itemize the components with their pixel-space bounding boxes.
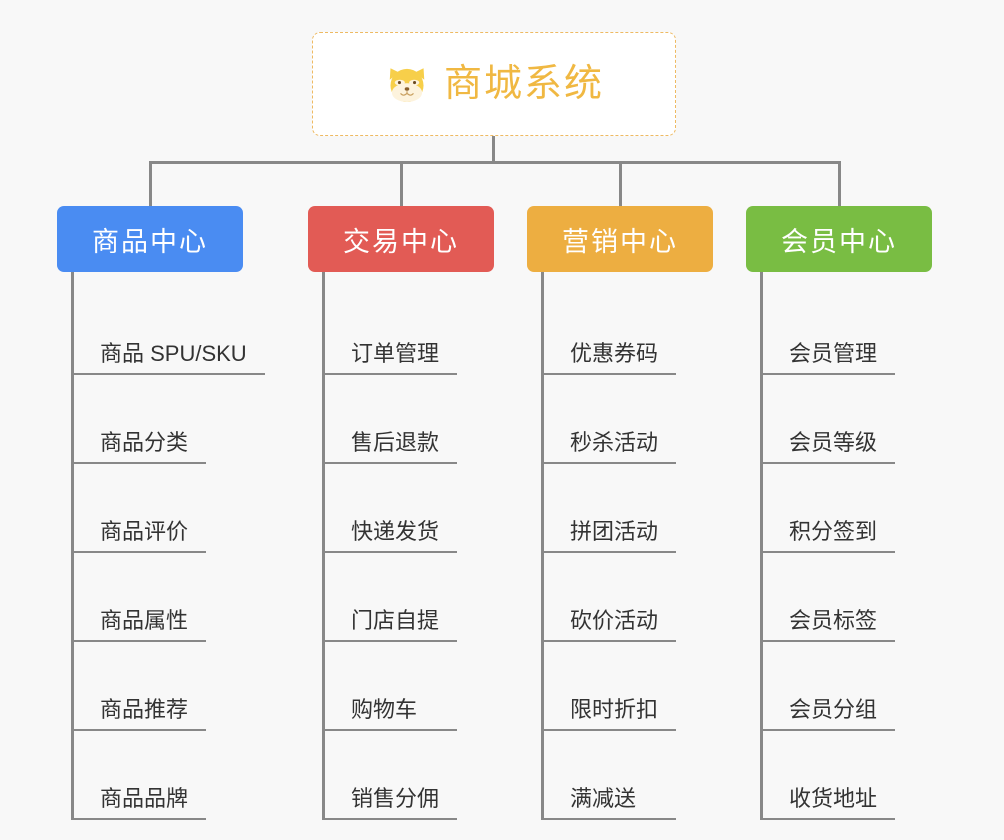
leaf-label: 商品分类 (100, 429, 189, 455)
leaf-label: 商品 SPU/SKU (100, 340, 247, 366)
leaf-item-product-review[interactable]: 商品评价 (74, 464, 207, 553)
leaf-label: 商品推荐 (100, 696, 189, 722)
leaf-list-product-center: 商品 SPU/SKU 商品分类 商品评价 商品属性 商品推荐 商品品牌 (57, 272, 289, 820)
leaf-list-member-center: 会员管理 会员等级 积分签到 会员标签 会员分组 收货地址 (746, 272, 946, 820)
category-label: 交易中心 (343, 226, 459, 257)
shiba-dog-face-icon (389, 68, 425, 102)
leaf-item-shipping-address[interactable]: 收货地址 (763, 731, 896, 820)
leaf-item-shopping-cart[interactable]: 购物车 (325, 642, 457, 731)
connector-root-stem (492, 136, 495, 163)
connector-drop-product-center (149, 161, 152, 206)
leaf-label: 商品品牌 (100, 785, 189, 811)
branch-trade-center: 交易中心 订单管理 售后退款 快递发货 门店自提 购物车 销售分佣 (308, 206, 508, 820)
leaf-item-sales-commission[interactable]: 销售分佣 (325, 731, 458, 820)
leaf-item-store-pickup[interactable]: 门店自提 (325, 553, 458, 642)
category-header-product-center[interactable]: 商品中心 (57, 206, 243, 272)
connector-rail-trade-center (322, 272, 325, 820)
connector-horizontal-bus (149, 161, 841, 164)
leaf-item-product-category[interactable]: 商品分类 (74, 375, 207, 464)
branch-product-center: 商品中心 商品 SPU/SKU 商品分类 商品评价 商品属性 商品推荐 商品品牌 (57, 206, 289, 820)
leaf-item-member-management[interactable]: 会员管理 (763, 286, 896, 375)
category-header-marketing-center[interactable]: 营销中心 (527, 206, 713, 272)
leaf-label: 拼团活动 (570, 518, 659, 544)
leaf-label: 收货地址 (789, 785, 878, 811)
root-node[interactable]: 商城系统 (312, 32, 676, 136)
category-label: 商品中心 (92, 226, 208, 257)
leaf-label: 购物车 (351, 696, 418, 722)
leaf-label: 限时折扣 (570, 696, 659, 722)
connector-rail-member-center (760, 272, 763, 820)
category-label: 营销中心 (562, 226, 678, 257)
connector-drop-trade-center (400, 161, 403, 206)
leaf-label: 商品评价 (100, 518, 189, 544)
leaf-label: 积分签到 (789, 518, 878, 544)
leaf-label: 满减送 (570, 785, 637, 811)
category-label: 会员中心 (781, 226, 897, 257)
leaf-item-product-attribute[interactable]: 商品属性 (74, 553, 207, 642)
connector-drop-marketing-center (619, 161, 622, 206)
leaf-label: 销售分佣 (351, 785, 440, 811)
leaf-item-bargain-activity[interactable]: 砍价活动 (544, 553, 677, 642)
leaf-label: 售后退款 (351, 429, 440, 455)
category-header-trade-center[interactable]: 交易中心 (308, 206, 494, 272)
leaf-item-product-recommend[interactable]: 商品推荐 (74, 642, 207, 731)
leaf-item-member-group[interactable]: 会员分组 (763, 642, 896, 731)
branch-marketing-center: 营销中心 优惠券码 秒杀活动 拼团活动 砍价活动 限时折扣 满减送 (527, 206, 727, 820)
leaf-item-product-spu-sku[interactable]: 商品 SPU/SKU (74, 286, 265, 375)
connector-drop-member-center (838, 161, 841, 206)
branch-member-center: 会员中心 会员管理 会员等级 积分签到 会员标签 会员分组 收货地址 (746, 206, 946, 820)
leaf-label: 优惠券码 (570, 340, 659, 366)
leaf-label: 会员等级 (789, 429, 878, 455)
leaf-label: 订单管理 (351, 340, 440, 366)
leaf-label: 会员标签 (789, 607, 878, 633)
root-title: 商城系统 (443, 63, 604, 105)
leaf-item-points-checkin[interactable]: 积分签到 (763, 464, 896, 553)
leaf-item-member-level[interactable]: 会员等级 (763, 375, 896, 464)
leaf-list-marketing-center: 优惠券码 秒杀活动 拼团活动 砍价活动 限时折扣 满减送 (527, 272, 727, 820)
leaf-label: 快递发货 (351, 518, 440, 544)
leaf-label: 门店自提 (351, 607, 440, 633)
leaf-item-aftersale-refund[interactable]: 售后退款 (325, 375, 458, 464)
leaf-label: 砍价活动 (570, 607, 659, 633)
connector-rail-product-center (71, 272, 74, 820)
category-header-member-center[interactable]: 会员中心 (746, 206, 932, 272)
leaf-item-full-reduction-gift[interactable]: 满减送 (544, 731, 676, 820)
leaf-item-express-shipping[interactable]: 快递发货 (325, 464, 458, 553)
leaf-list-trade-center: 订单管理 售后退款 快递发货 门店自提 购物车 销售分佣 (308, 272, 508, 820)
leaf-label: 秒杀活动 (570, 429, 659, 455)
leaf-label: 会员管理 (789, 340, 878, 366)
connector-rail-marketing-center (541, 272, 544, 820)
leaf-item-flash-sale[interactable]: 秒杀活动 (544, 375, 677, 464)
leaf-item-member-tag[interactable]: 会员标签 (763, 553, 896, 642)
leaf-item-group-buy[interactable]: 拼团活动 (544, 464, 677, 553)
leaf-item-limited-time-discount[interactable]: 限时折扣 (544, 642, 677, 731)
leaf-label: 商品属性 (100, 607, 189, 633)
leaf-item-order-management[interactable]: 订单管理 (325, 286, 458, 375)
leaf-item-coupon-code[interactable]: 优惠券码 (544, 286, 677, 375)
leaf-item-product-brand[interactable]: 商品品牌 (74, 731, 207, 820)
leaf-label: 会员分组 (789, 696, 878, 722)
